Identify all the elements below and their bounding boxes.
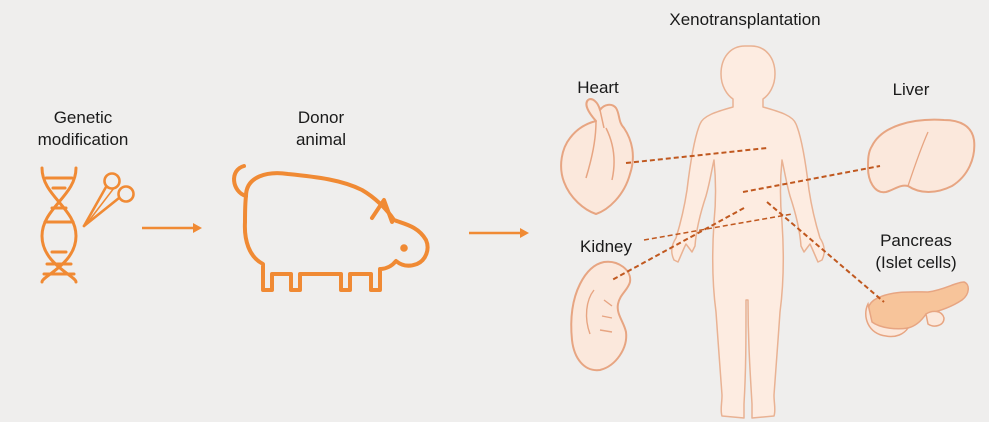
label-pancreas-line2: (Islet cells)	[875, 253, 957, 272]
label-genetic-modification: Genetic modification	[38, 107, 129, 151]
label-donor-line1: Donor	[297, 108, 345, 127]
label-donor-line2: animal	[295, 130, 347, 149]
scissors-icon	[82, 172, 135, 228]
arrow-right-icon	[142, 223, 202, 233]
kidney-icon	[570, 260, 632, 372]
pig-icon	[232, 164, 430, 292]
heart-icon	[560, 98, 634, 215]
pancreas-icon	[865, 281, 969, 338]
label-liver: Liver	[892, 80, 930, 99]
label-heart: Heart	[577, 78, 619, 97]
label-genetic-line1: Genetic	[53, 108, 113, 127]
liver-icon	[867, 118, 976, 194]
connector-lines	[611, 147, 885, 303]
arrow-right-icon-2	[469, 228, 529, 238]
label-donor-animal: Donor animal	[296, 107, 346, 151]
dna-icon	[40, 166, 78, 284]
label-kidney: Kidney	[580, 237, 632, 256]
label-pancreas-line1: Pancreas	[880, 231, 952, 250]
diagram-title: Xenotransplantation	[669, 10, 821, 29]
label-genetic-line2: modification	[37, 130, 129, 149]
label-pancreas: Pancreas (Islet cells)	[875, 230, 956, 274]
human-body-icon	[671, 45, 825, 419]
